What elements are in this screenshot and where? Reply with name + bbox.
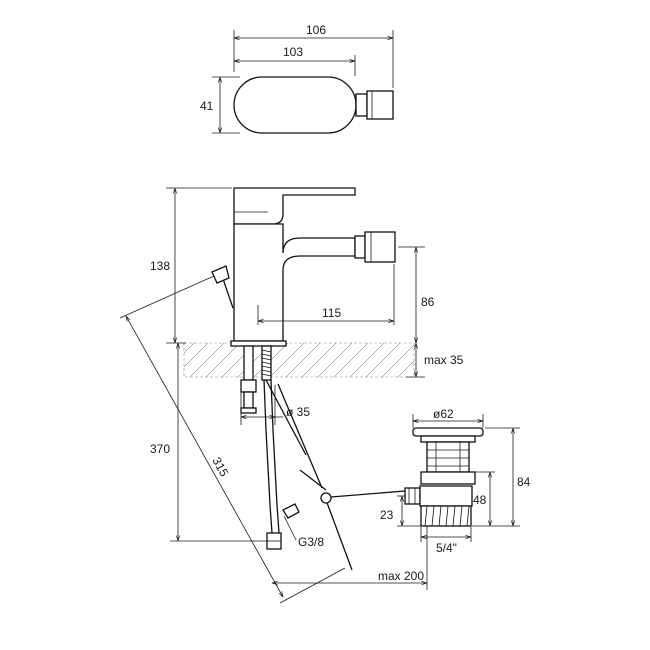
waste-flange-lower: [420, 435, 476, 443]
label-hose-connection: G3/8: [298, 535, 324, 549]
top-view-nozzle: [366, 90, 394, 120]
spout-neck: [354, 235, 366, 259]
dim-body-height: 48: [473, 493, 487, 507]
dim-deck-thickness: max 35: [424, 353, 464, 367]
top-view-body: [233, 76, 357, 134]
dim-spout-height: 86: [421, 295, 435, 309]
flexible-hose: [263, 379, 273, 534]
dim-overall-width: 106: [306, 23, 326, 37]
waste-body: [426, 441, 470, 473]
dim-hole-diameter: ø 35: [286, 405, 310, 419]
dim-body-width: 103: [283, 45, 303, 59]
dim-outlet-offset: 23: [380, 508, 394, 522]
popup-rod-lower-edge: [277, 383, 323, 489]
hose-clamp: [282, 503, 300, 519]
waste-thread-lines: [424, 505, 470, 527]
base-plate: [230, 340, 287, 347]
dim-height: 138: [150, 259, 170, 273]
countertop: [183, 342, 415, 378]
dim-hose-length: 370: [150, 442, 170, 456]
dim-depth: 41: [200, 99, 214, 113]
mount-stud: [243, 391, 254, 409]
rod-clip: [320, 492, 332, 504]
shank-left: [243, 345, 254, 381]
dim-thread: 5/4": [436, 541, 457, 555]
popup-rod-upper: [221, 275, 234, 309]
mount-washer: [240, 407, 257, 414]
popup-knob: [211, 265, 230, 284]
waste-tailpiece: [419, 485, 473, 507]
mount-nut: [240, 379, 257, 393]
spout-nozzle: [364, 231, 396, 263]
waste-flange: [412, 427, 484, 437]
dim-spout-reach: 115: [322, 306, 341, 320]
waste-nut: [420, 471, 476, 485]
waste-valve: [404, 427, 484, 527]
dim-rod-max: max 200: [378, 569, 424, 583]
dim-flange-diameter: ø62: [433, 407, 454, 421]
waste-dimensions: ø62 84 48 23 5/4": [380, 407, 531, 555]
top-view-spout-neck: [355, 93, 368, 117]
faucet-body: [233, 223, 356, 342]
top-view: 106 103 41: [200, 23, 394, 134]
horizontal-rod: [330, 490, 406, 498]
rod-tail: [325, 499, 353, 571]
lever-handle: [233, 187, 356, 225]
dim-rod-length: 315: [209, 455, 231, 480]
rod-link: [299, 469, 327, 491]
dim-total-height: 84: [517, 475, 531, 489]
waste-lever-nut: [404, 487, 421, 505]
